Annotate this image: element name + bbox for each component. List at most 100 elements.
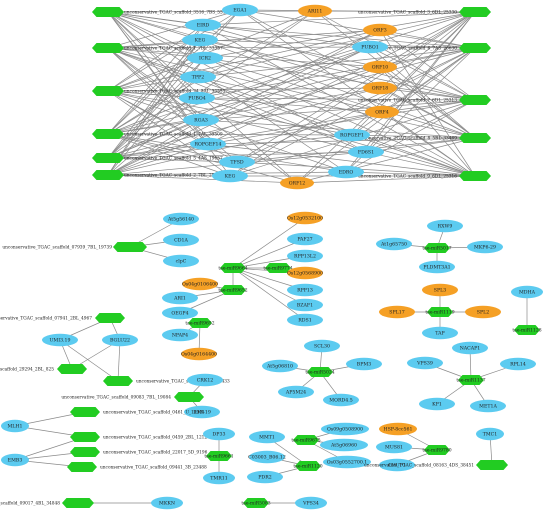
target-gene-node[interactable]: Os12g0532100 xyxy=(287,211,323,225)
target-gene-node[interactable]: ORF12 xyxy=(280,176,314,190)
target-gene-node[interactable]: EGA1 xyxy=(222,3,258,17)
target-gene-node[interactable]: EMB3 xyxy=(1,453,29,467)
mirna-node[interactable]: unconservative_TGAC_scaffold_07941_2BL_4… xyxy=(0,313,125,323)
mirna-node[interactable]: unconservative_TGAC_scaffold_0459_2BL_12… xyxy=(70,432,207,442)
target-gene-node[interactable]: MKKN xyxy=(151,496,183,510)
target-gene-node[interactable]: MET1A xyxy=(470,399,506,413)
target-gene-node[interactable]: ORF4 xyxy=(365,105,399,119)
target-gene-node[interactable]: KEG xyxy=(212,169,248,183)
target-gene-node[interactable]: R1B-19 xyxy=(184,405,220,419)
target-gene-node[interactable]: SPL3 xyxy=(422,283,458,297)
mirna-node[interactable]: unconservative_TGAC_scaffold_2AL_23433 xyxy=(103,376,230,386)
target-gene-node[interactable]: CHUP1 xyxy=(379,458,415,472)
target-gene-node[interactable]: clpC xyxy=(163,254,199,268)
target-gene-node[interactable]: TAP xyxy=(422,326,458,340)
mirna-node[interactable]: tae-miR1119 xyxy=(425,307,455,317)
mirna-node[interactable]: unconservative_TGAC_scaffold_07939_7BL_1… xyxy=(2,242,147,252)
target-gene-node[interactable]: HSP-8cc561 xyxy=(379,422,417,436)
mirna-node[interactable]: unconservative_TGAC_scaffold_5_4AS_19657 xyxy=(92,153,223,163)
target-gene-node[interactable]: RPP13L2 xyxy=(287,249,323,263)
target-gene-node[interactable]: TMR11 xyxy=(203,471,235,485)
mirna-node[interactable]: unconservative_TGAC_scaffold_08163_4DS_3… xyxy=(364,460,508,470)
mirna-node[interactable]: tae-miR5024 xyxy=(305,367,335,377)
target-gene-node[interactable]: PLDMT3A1 xyxy=(419,260,455,274)
target-gene-node[interactable]: RDS1 xyxy=(287,313,323,327)
target-gene-node[interactable]: SPL2 xyxy=(465,305,501,319)
target-gene-node[interactable]: SPL17 xyxy=(379,305,415,319)
mirna-node[interactable]: unconservative_TGAC_scaffold_7_6DL_25313 xyxy=(358,95,491,105)
target-gene-node[interactable]: MKP6-29 xyxy=(467,240,503,254)
target-gene-node[interactable]: ARI11 xyxy=(298,4,332,18)
mirna-node[interactable]: unconservative_TGAC_scaffold_24_5AL_3355… xyxy=(92,86,226,96)
mirna-node[interactable]: tae-miR5017 xyxy=(422,243,452,253)
target-gene-node[interactable]: CRK12 xyxy=(187,373,223,387)
mirna-node[interactable]: unconservative_TGAC_scaffold_9_6DL_25316 xyxy=(358,171,491,181)
mirna-node[interactable]: unconservative_TGAC_scaffold_3516_7BS_55… xyxy=(92,7,228,17)
target-gene-node[interactable]: NPAP4 xyxy=(162,328,198,342)
target-gene-node[interactable]: NACAP1 xyxy=(452,341,488,355)
target-gene-node[interactable]: AP5M24 xyxy=(278,385,314,399)
target-gene-node[interactable]: MLH1 xyxy=(1,419,29,433)
target-gene-node[interactable]: BZAF1 xyxy=(287,298,323,312)
mirna-node[interactable]: unconservative_TGAC_scaffold_1_7AL_33509 xyxy=(92,129,223,139)
mirna-node[interactable]: unconservative_TGAC_scaffold_6_7AS_26630 xyxy=(358,43,491,53)
mirna-node[interactable]: unconservative_TGAC_scaffold_3_6DL_25330 xyxy=(358,7,491,17)
target-gene-node[interactable]: Os04g0106400 xyxy=(182,277,218,291)
target-gene-node[interactable]: ARI1 xyxy=(162,291,198,305)
mirna-node[interactable]: unconservative_TGAC_scaffold_0461_U_1290… xyxy=(70,407,205,417)
target-gene-node[interactable]: ORF3 xyxy=(363,23,397,37)
mirna-node[interactable]: unconservative_TGAC_scaffold_09441_3B_23… xyxy=(67,462,207,472)
target-gene-node[interactable]: At1g65750 xyxy=(376,237,412,251)
mirna-node[interactable]: tae-miR9774 xyxy=(263,263,293,273)
mirna-node[interactable]: tae-miR9661 xyxy=(204,451,234,461)
target-gene-node[interactable]: VPS39 xyxy=(407,356,443,370)
target-gene-node[interactable]: ORF18 xyxy=(363,81,397,95)
mirna-node[interactable]: unconservative_TGAC_scaffold_09017_4BL_3… xyxy=(0,498,94,508)
target-gene-node[interactable]: OEGP4 xyxy=(162,306,198,320)
target-gene-node[interactable]: ICR2 xyxy=(187,51,223,65)
mirna-node[interactable]: unconservative_TGAC_scaffold_1_7BL_33357 xyxy=(92,43,223,53)
target-gene-node[interactable]: EDRO xyxy=(328,165,364,179)
target-gene-node[interactable]: Os04g0164400 xyxy=(181,347,217,361)
target-gene-node[interactable]: MDHA xyxy=(511,285,543,299)
target-gene-node[interactable]: VPS34 xyxy=(295,496,327,510)
mirna-node[interactable]: tae-miR5083 xyxy=(241,498,271,508)
target-gene-node[interactable]: KEG xyxy=(182,33,218,47)
target-gene-node[interactable]: BPM3 xyxy=(346,357,382,371)
target-gene-node[interactable]: At5g06810 xyxy=(262,359,298,373)
target-gene-node[interactable]: RGA3 xyxy=(183,113,219,127)
target-gene-node[interactable]: Os09g0508900 xyxy=(321,422,369,436)
mirna-node[interactable]: unconservative_TGAC_scaffold_2_7BL_25554 xyxy=(92,170,223,180)
mirna-node[interactable]: unconservative_TGAC_scaffold_29294_2BL_8… xyxy=(0,364,87,374)
mirna-node[interactable]: tae-miR9664 xyxy=(218,263,248,273)
mirna-node[interactable]: tae-miR1137 xyxy=(456,375,486,385)
target-gene-node[interactable]: C03003_B06.12 xyxy=(248,450,286,464)
mirna-node[interactable]: tae-miR9652 xyxy=(218,285,248,295)
target-gene-node[interactable]: ROPGEF1 xyxy=(334,128,370,142)
target-gene-node[interactable]: RXW9 xyxy=(427,219,463,233)
target-gene-node[interactable]: Os12g0568900 xyxy=(287,266,323,280)
target-gene-node[interactable]: RPL14 xyxy=(500,357,536,371)
target-gene-node[interactable]: FD6S1 xyxy=(348,145,384,159)
target-gene-node[interactable]: BGLU22 xyxy=(102,333,138,347)
target-gene-node[interactable]: TPP2 xyxy=(180,70,216,84)
target-gene-node[interactable]: KP1 xyxy=(419,397,455,411)
target-gene-node[interactable]: ROPGEF14 xyxy=(190,137,226,151)
target-gene-node[interactable]: Os03g0552700.1 xyxy=(323,455,371,469)
mirna-node[interactable]: tae-miR9780 xyxy=(422,445,452,455)
mirna-node[interactable]: tae-miR1120 xyxy=(293,461,323,471)
target-gene-node[interactable]: RPP13 xyxy=(287,283,323,297)
target-gene-node[interactable]: TFSD xyxy=(219,155,255,169)
target-gene-node[interactable]: EIRD xyxy=(185,18,221,32)
target-gene-node[interactable]: MUS81 xyxy=(376,440,412,454)
target-gene-node[interactable]: CD1A xyxy=(163,233,199,247)
target-gene-node[interactable]: ORF10 xyxy=(363,60,397,74)
mirna-node[interactable]: tae-miR9675 xyxy=(291,435,321,445)
target-gene-node[interactable]: PAF27 xyxy=(287,232,323,246)
target-gene-node[interactable]: SCL30 xyxy=(304,339,340,353)
target-gene-node[interactable]: DP33 xyxy=(203,427,235,441)
mirna-node[interactable]: unconservative_TGAC_scaffold_8_5BL_33469 xyxy=(358,133,491,143)
mirna-node[interactable]: unconservative_TGAC_scaffold_22017_5D_91… xyxy=(70,447,208,457)
mirna-node[interactable]: tae-miR1128 xyxy=(512,325,542,335)
target-gene-node[interactable]: UMI3.19 xyxy=(42,333,78,347)
